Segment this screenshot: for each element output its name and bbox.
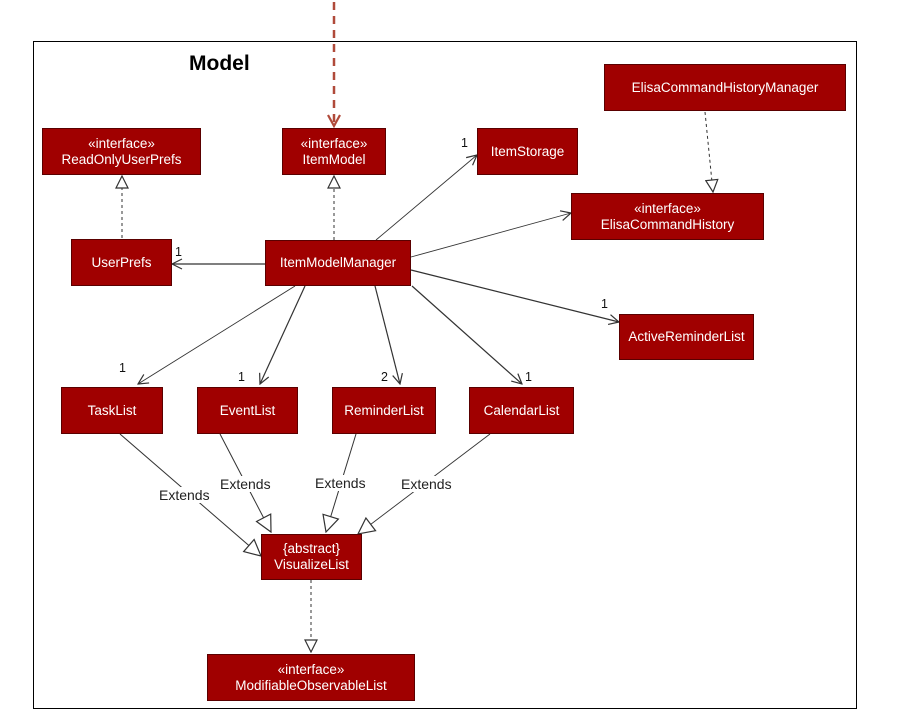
assoc-activereminderlist bbox=[410, 269, 619, 322]
assoc-tasklist bbox=[138, 285, 296, 384]
assoc-eventlist bbox=[260, 285, 306, 384]
multiplicity-event-list: 1 bbox=[238, 370, 245, 384]
class-name: VisualizeList bbox=[274, 557, 349, 572]
read-only-user-prefs-box[interactable]: «interface» ReadOnlyUserPrefs bbox=[42, 128, 201, 175]
elisa-command-history-box[interactable]: «interface» ElisaCommandHistory bbox=[571, 193, 764, 240]
class-name: TaskList bbox=[87, 402, 137, 418]
stereotype-label: «interface» bbox=[277, 661, 345, 677]
class-name: ElisaCommandHistoryManager bbox=[631, 79, 819, 95]
task-list-box[interactable]: TaskList bbox=[61, 387, 163, 434]
multiplicity-user-prefs: 1 bbox=[175, 245, 182, 259]
package-title: Model bbox=[189, 52, 250, 75]
extends-label-task: Extends bbox=[159, 487, 210, 503]
reminder-list-box[interactable]: ReminderList bbox=[332, 387, 436, 434]
item-model-box[interactable]: «interface» ItemModel bbox=[282, 128, 386, 175]
active-reminder-list-box[interactable]: ActiveReminderList bbox=[619, 314, 754, 360]
class-name: ItemModelManager bbox=[279, 255, 397, 270]
multiplicity-reminder-list: 2 bbox=[381, 370, 388, 384]
class-name: EventList bbox=[219, 402, 276, 418]
extends-label-event: Extends bbox=[220, 476, 271, 492]
extends-label-calendar: Extends bbox=[401, 476, 452, 492]
item-model-manager-box[interactable]: ItemModelManager bbox=[265, 240, 411, 286]
class-name: ReminderList bbox=[344, 402, 424, 418]
extends-label-reminder: Extends bbox=[315, 475, 366, 491]
modifiable-observable-list-box[interactable]: «interface» ModifiableObservableList bbox=[207, 654, 415, 701]
class-name: ReadOnlyUserPrefs bbox=[61, 151, 182, 167]
model-package-frame bbox=[33, 41, 857, 709]
class-name: ActiveReminderList bbox=[628, 329, 745, 344]
class-name: ElisaCommandHistory bbox=[600, 216, 735, 232]
calendar-list-box[interactable]: CalendarList bbox=[469, 387, 574, 434]
class-name: ItemStorage bbox=[490, 143, 565, 159]
multiplicity-calendar-list: 1 bbox=[525, 370, 532, 384]
visualize-list-box[interactable]: {abstract} VisualizeList bbox=[261, 534, 362, 580]
assoc-commandhistory bbox=[410, 213, 571, 258]
class-name: CalendarList bbox=[483, 402, 560, 418]
multiplicity-item-storage: 1 bbox=[461, 136, 468, 150]
assoc-reminderlist bbox=[374, 285, 400, 384]
assoc-calendarlist bbox=[411, 285, 522, 384]
assoc-itemstorage bbox=[375, 155, 477, 241]
stereotype-label: «interface» bbox=[634, 200, 701, 216]
class-name: UserPrefs bbox=[91, 254, 152, 270]
event-list-box[interactable]: EventList bbox=[197, 387, 298, 434]
class-name: ItemModel bbox=[302, 151, 366, 167]
multiplicity-task-list: 1 bbox=[119, 361, 126, 375]
stereotype-label: «interface» bbox=[88, 135, 155, 151]
item-storage-box[interactable]: ItemStorage bbox=[477, 128, 578, 175]
multiplicity-active-reminder-list: 1 bbox=[601, 297, 608, 311]
historymanager-realizes-commandhistory bbox=[704, 111, 713, 192]
user-prefs-box[interactable]: UserPrefs bbox=[71, 239, 172, 286]
elisa-command-history-manager-box[interactable]: ElisaCommandHistoryManager bbox=[604, 64, 846, 111]
class-name: ModifiableObservableList bbox=[235, 677, 387, 693]
stereotype-label: «interface» bbox=[300, 135, 368, 151]
stereotype-label: {abstract} bbox=[282, 541, 341, 556]
